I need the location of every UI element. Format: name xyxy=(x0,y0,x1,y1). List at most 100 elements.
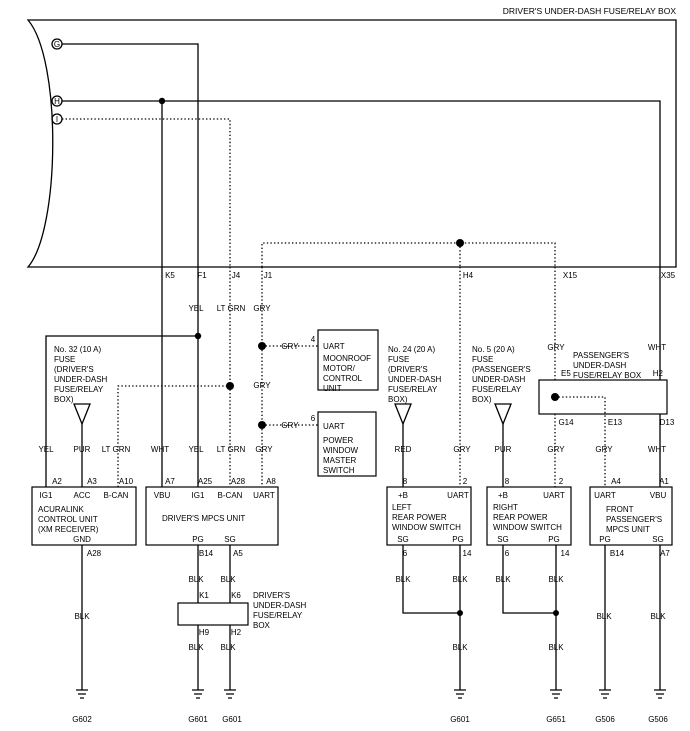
svg-text:GRY: GRY xyxy=(547,343,565,352)
svg-text:B14: B14 xyxy=(199,549,214,558)
svg-text:PUR: PUR xyxy=(74,445,91,454)
ground-g506-a: G506 xyxy=(595,689,615,724)
svg-text:BOX): BOX) xyxy=(54,395,74,404)
svg-text:PASSENGER'S: PASSENGER'S xyxy=(606,515,662,524)
svg-text:B-CAN: B-CAN xyxy=(218,491,243,500)
svg-text:6: 6 xyxy=(505,549,510,558)
svg-text:IG1: IG1 xyxy=(40,491,53,500)
svg-text:PUR: PUR xyxy=(495,445,512,454)
svg-text:UNDER-DASH: UNDER-DASH xyxy=(54,375,108,384)
svg-text:No. 5 (20 A): No. 5 (20 A) xyxy=(472,345,515,354)
wire-k5-wht: WHT xyxy=(151,267,169,487)
svg-text:G506: G506 xyxy=(595,715,615,724)
top-terminal-labels: K5 F1 J4 J1 H4 X15 X35 xyxy=(165,271,676,280)
svg-text:A10: A10 xyxy=(119,477,134,486)
svg-text:(DRIVER'S: (DRIVER'S xyxy=(388,365,428,374)
svg-text:I: I xyxy=(56,115,58,124)
svg-text:A3: A3 xyxy=(87,477,97,486)
svg-text:2: 2 xyxy=(559,477,564,486)
svg-text:UNDER-DASH: UNDER-DASH xyxy=(388,375,442,384)
ground-g602: G602 xyxy=(72,689,92,724)
svg-text:BLK: BLK xyxy=(452,643,468,652)
ground-symbols: G602 G601 G601 G601 G651 G506 G506 xyxy=(72,689,668,724)
svg-text:X15: X15 xyxy=(563,271,578,280)
svg-text:+B: +B xyxy=(398,491,408,500)
svg-text:No. 24 (20 A): No. 24 (20 A) xyxy=(388,345,435,354)
svg-text:FUSE: FUSE xyxy=(388,355,409,364)
svg-text:K6: K6 xyxy=(231,591,241,600)
svg-text:G601: G601 xyxy=(222,715,242,724)
svg-text:G601: G601 xyxy=(450,715,470,724)
svg-text:FUSE: FUSE xyxy=(54,355,75,364)
svg-text:MOTOR/: MOTOR/ xyxy=(323,364,356,373)
svg-text:VBU: VBU xyxy=(154,491,171,500)
svg-text:G601: G601 xyxy=(188,715,208,724)
svg-text:BLK: BLK xyxy=(548,643,564,652)
svg-text:PG: PG xyxy=(599,535,611,544)
svg-text:8: 8 xyxy=(403,477,408,486)
svg-text:A5: A5 xyxy=(233,549,243,558)
svg-text:UNDER-DASH: UNDER-DASH xyxy=(573,361,627,370)
svg-text:BLK: BLK xyxy=(188,575,204,584)
svg-text:UART: UART xyxy=(543,491,565,500)
svg-text:8: 8 xyxy=(505,477,510,486)
wire-x15-gry: GRY GRY xyxy=(547,267,565,487)
svg-text:MASTER: MASTER xyxy=(323,456,357,465)
connector-g: G xyxy=(51,38,63,50)
svg-text:(XM RECEIVER): (XM RECEIVER) xyxy=(38,525,99,534)
svg-text:ACURALINK: ACURALINK xyxy=(38,505,84,514)
svg-text:UART: UART xyxy=(447,491,469,500)
fuse-24: No. 24 (20 A) FUSE (DRIVER'S UNDER-DASH … xyxy=(388,345,442,487)
drivers-fuse-box-title: DRIVER'S UNDER-DASH FUSE/RELAY BOX xyxy=(503,6,677,16)
svg-text:G506: G506 xyxy=(648,715,668,724)
svg-text:A7: A7 xyxy=(165,477,175,486)
svg-text:ACC: ACC xyxy=(74,491,91,500)
svg-text:BLK: BLK xyxy=(548,575,564,584)
svg-text:FUSE/RELAY: FUSE/RELAY xyxy=(388,385,438,394)
wire-f1-yel: YEL YEL xyxy=(188,267,204,487)
svg-text:WINDOW: WINDOW xyxy=(323,446,359,455)
svg-text:H9: H9 xyxy=(199,628,210,637)
svg-text:(PASSENGER'S: (PASSENGER'S xyxy=(472,365,531,374)
right-rear-power-window-switch: 8 2 +B UART RIGHT REAR POWER WINDOW SWIT… xyxy=(486,477,572,558)
moonroof-unit: UART MOONROOF MOTOR/ CONTROL UNIT xyxy=(317,329,379,393)
svg-text:14: 14 xyxy=(561,549,570,558)
svg-text:SG: SG xyxy=(497,535,509,544)
connector-h: H xyxy=(51,95,63,107)
svg-text:GRY: GRY xyxy=(547,445,565,454)
svg-text:LT GRN: LT GRN xyxy=(217,304,246,313)
svg-text:BLK: BLK xyxy=(650,612,666,621)
svg-text:A4: A4 xyxy=(611,477,621,486)
svg-text:LT GRN: LT GRN xyxy=(217,445,246,454)
wire-x35-wht: WHT WHT xyxy=(648,267,666,487)
ground-g601-b: G601 xyxy=(222,689,242,724)
svg-text:E13: E13 xyxy=(608,418,623,427)
connector-i: I xyxy=(51,113,63,125)
svg-text:No. 32 (10 A): No. 32 (10 A) xyxy=(54,345,101,354)
svg-text:VBU: VBU xyxy=(650,491,667,500)
left-rear-power-window-switch: 8 2 +B UART LEFT REAR POWER WINDOW SWITC… xyxy=(386,477,472,558)
svg-text:PG: PG xyxy=(548,535,560,544)
svg-text:MPCS UNIT: MPCS UNIT xyxy=(606,525,650,534)
svg-text:BOX): BOX) xyxy=(472,395,492,404)
svg-text:G602: G602 xyxy=(72,715,92,724)
svg-text:UNIT: UNIT xyxy=(323,384,342,393)
svg-text:WINDOW SWITCH: WINDOW SWITCH xyxy=(493,523,562,532)
svg-text:B-CAN: B-CAN xyxy=(104,491,129,500)
svg-text:UNDER-DASH: UNDER-DASH xyxy=(472,375,526,384)
svg-text:GRY: GRY xyxy=(281,342,299,351)
svg-text:BLK: BLK xyxy=(596,612,612,621)
svg-text:J4: J4 xyxy=(232,271,241,280)
svg-text:UART: UART xyxy=(323,422,345,431)
svg-text:RIGHT: RIGHT xyxy=(493,503,518,512)
svg-text:GRY: GRY xyxy=(253,381,271,390)
svg-text:SG: SG xyxy=(397,535,409,544)
svg-text:SG: SG xyxy=(652,535,664,544)
svg-text:BOX): BOX) xyxy=(388,395,408,404)
svg-text:14: 14 xyxy=(463,549,472,558)
svg-text:BLK: BLK xyxy=(74,612,90,621)
svg-text:FUSE: FUSE xyxy=(472,355,493,364)
svg-text:FRONT: FRONT xyxy=(606,505,634,514)
svg-text:DRIVER'S MPCS UNIT: DRIVER'S MPCS UNIT xyxy=(162,514,245,523)
svg-text:IG1: IG1 xyxy=(192,491,205,500)
